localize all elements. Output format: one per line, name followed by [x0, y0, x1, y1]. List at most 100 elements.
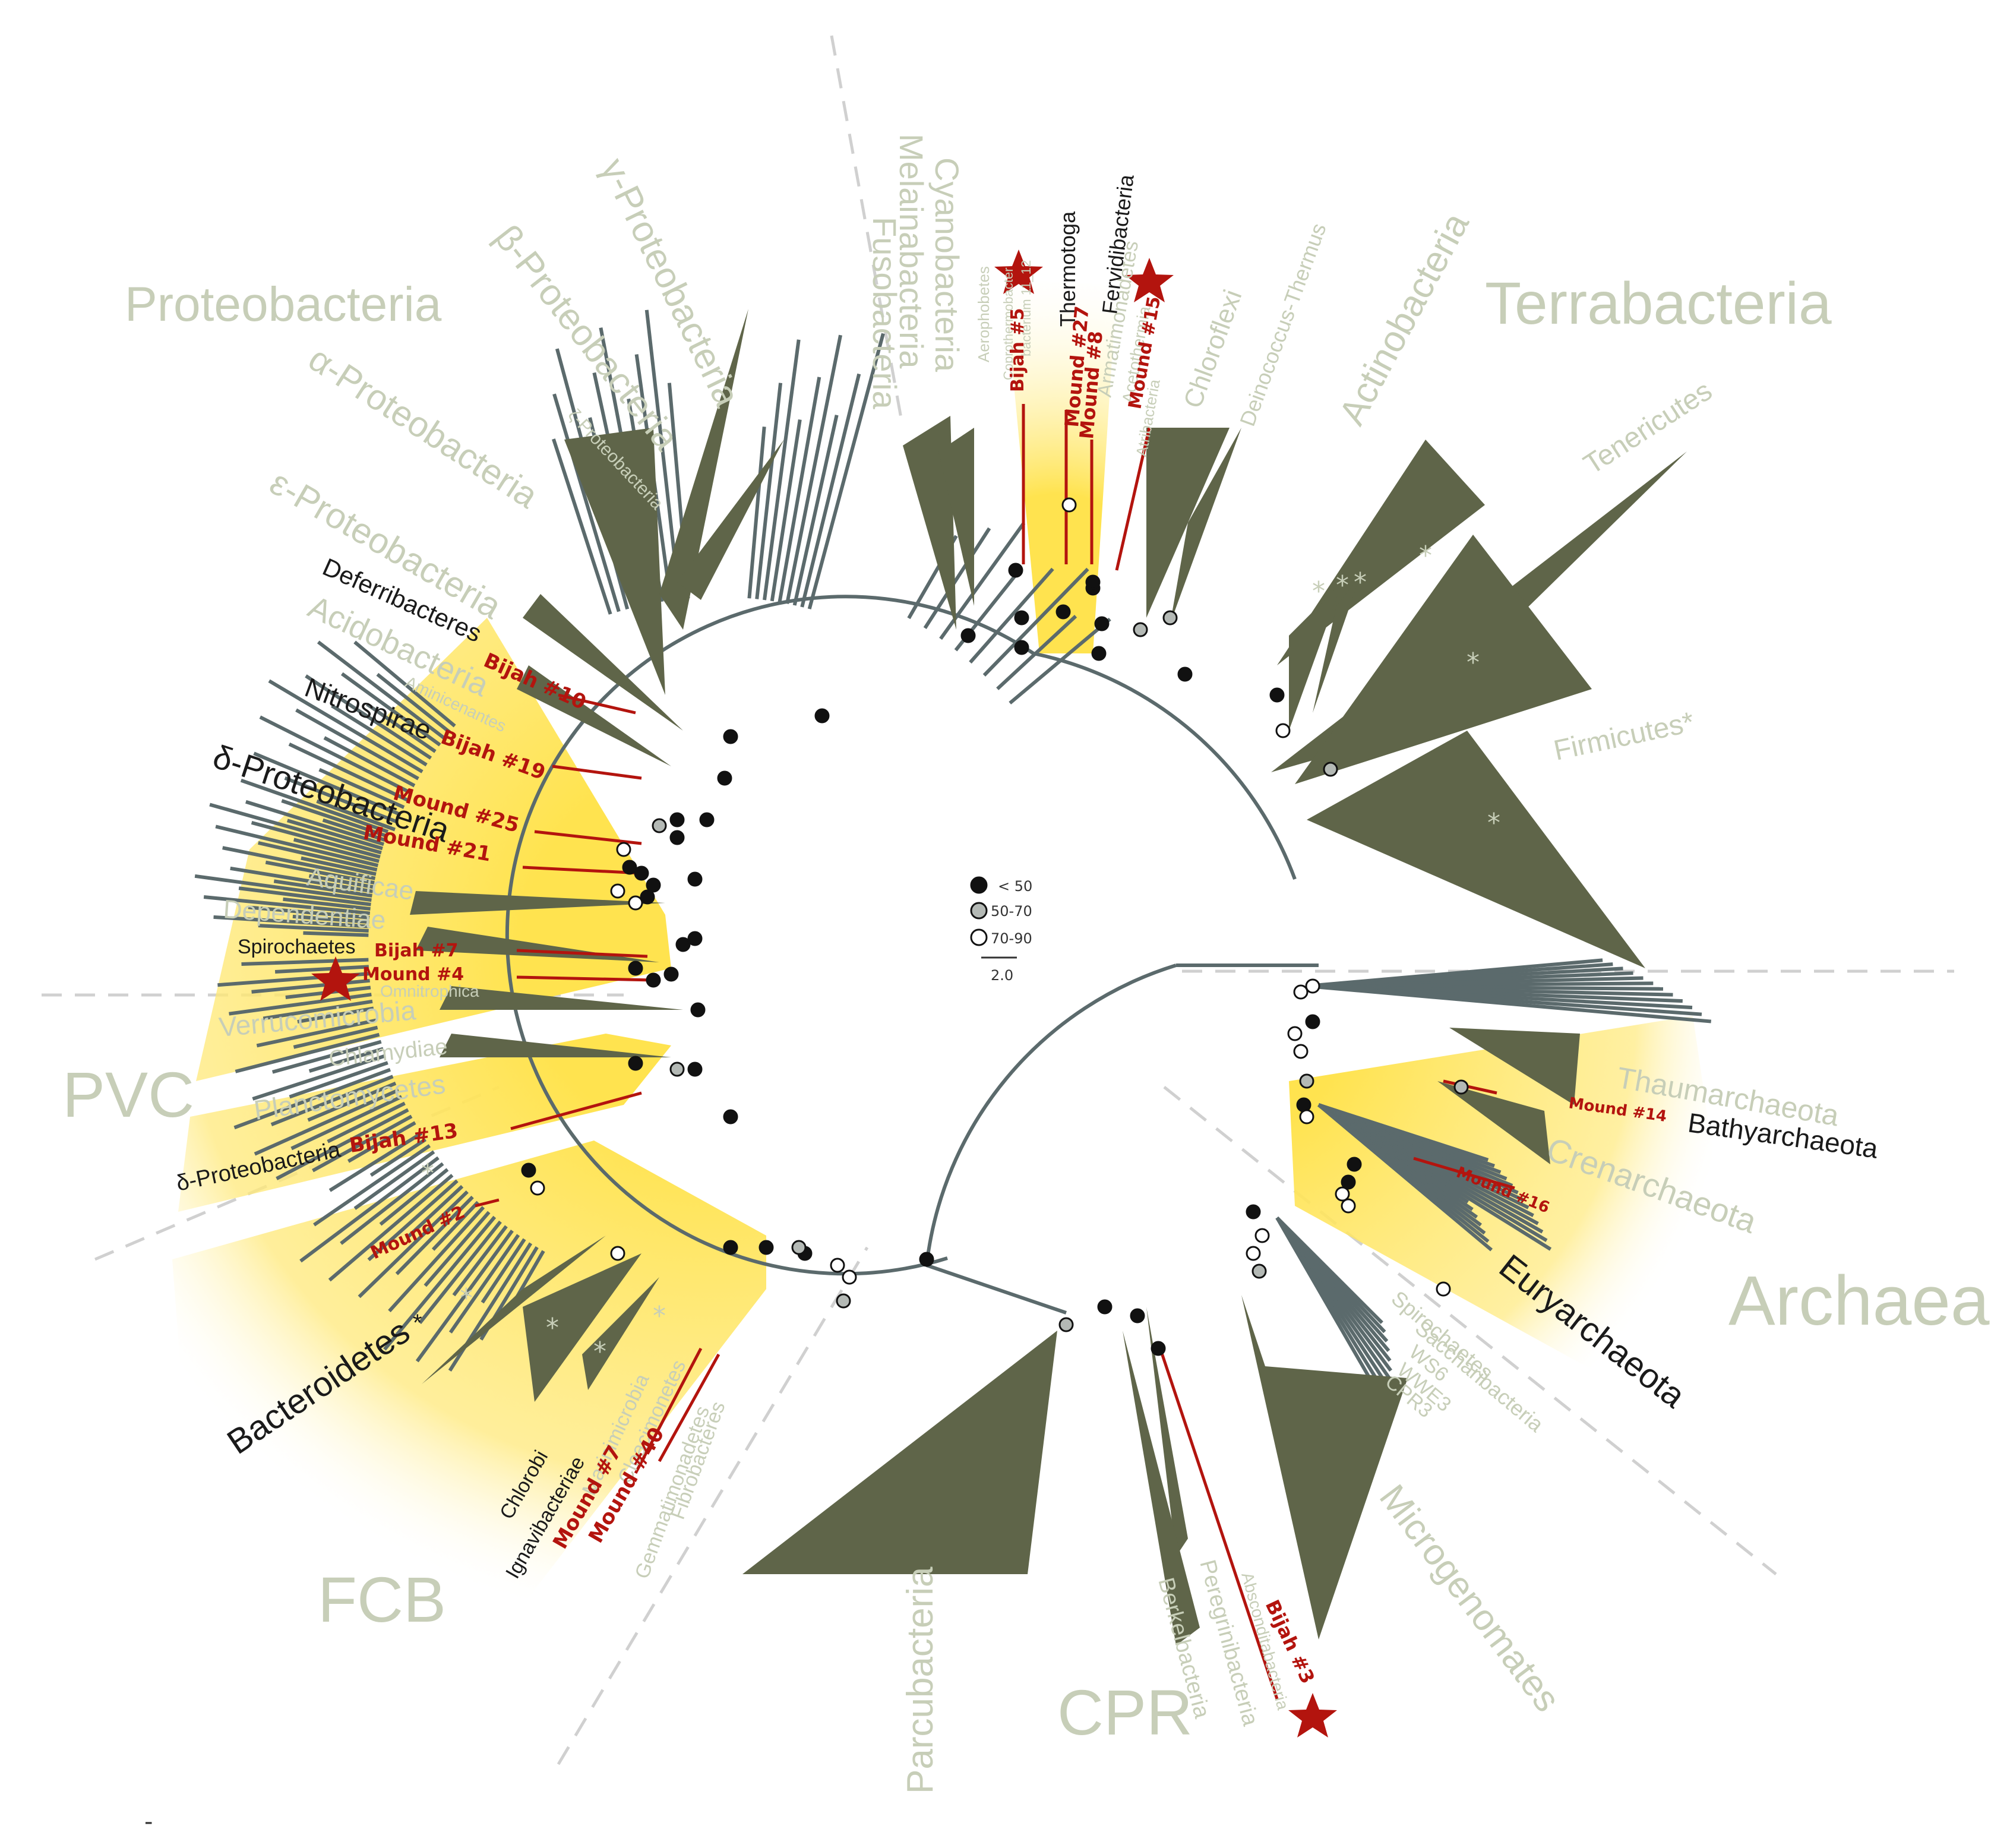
tree-branch [778, 377, 821, 603]
tree-branch [281, 799, 387, 838]
bootstrap-node [622, 860, 637, 875]
bootstrap-node [1097, 1299, 1113, 1315]
bootstrap-node [663, 966, 679, 982]
bootstrap-node [628, 961, 643, 976]
tree-branch [353, 1150, 435, 1210]
tree-branch [273, 879, 372, 898]
tree-branch [308, 1047, 384, 1073]
sample-branches [475, 404, 1515, 1699]
sample-branch [516, 975, 654, 982]
bootstrap-node [1453, 1079, 1469, 1095]
bootstrap-node [1293, 984, 1309, 1000]
bootstrap-node [1246, 1204, 1261, 1220]
tree-branch [303, 931, 369, 937]
tree-branch [452, 1225, 508, 1297]
tree-branch [301, 856, 377, 876]
label-omnitrophica: Omnitrophica [380, 982, 479, 1000]
tree-branch [268, 679, 424, 773]
label-aerophobetes: Aerophobetes [975, 266, 993, 362]
tree-branch [800, 373, 861, 608]
sample-branch [475, 1198, 500, 1208]
star-mound15 [1125, 258, 1174, 302]
label-microgenomates: Microgenomates [1371, 1477, 1568, 1720]
bootstrap-node [1177, 666, 1193, 682]
label-alpha: α-Proteobacteria [302, 339, 545, 516]
asterisk-mark: * [593, 1337, 606, 1367]
bootstrap-node [530, 1180, 545, 1196]
tree-branch [254, 1088, 400, 1156]
footer-mark: - [144, 1808, 153, 1836]
tree-branch [807, 333, 885, 609]
tree-branch [256, 1018, 377, 1048]
tree-branch [331, 704, 428, 767]
sample-branch [1443, 1079, 1497, 1095]
tree-branch [388, 1206, 485, 1313]
tree-branch [328, 1132, 423, 1192]
tree-branch [1317, 1103, 1493, 1252]
tree-branch [286, 819, 383, 851]
bootstrap-node [690, 1002, 706, 1018]
bootstrap-node [1061, 497, 1077, 513]
tree-branch [293, 838, 380, 863]
tree-branch [276, 1108, 409, 1180]
bootstrap-node [1055, 604, 1071, 620]
star-bijah3 [1288, 1693, 1337, 1738]
bootstrap-node [687, 931, 703, 946]
group-label-archaea: Archaea [1728, 1262, 1990, 1340]
tree-branch [283, 897, 371, 911]
label-fusobacteria: Fusobacteria [866, 217, 903, 410]
collapsed-clades [410, 309, 1687, 1645]
tree-branch [996, 615, 1077, 690]
tree-branch [327, 1101, 406, 1143]
tree-branch [770, 419, 802, 602]
bootstrap-node [1287, 1026, 1303, 1041]
tree-branch [367, 1179, 459, 1262]
bootstrap-node [610, 883, 625, 899]
bootstrap-node [836, 1293, 851, 1309]
tree-branch [251, 978, 370, 994]
tree-branch [292, 914, 369, 924]
tree-branch [289, 1061, 388, 1099]
tree-branch [415, 1230, 514, 1363]
bootstrap-node [1133, 622, 1148, 637]
tree-branch [213, 915, 369, 928]
legend-label-mid: 50-70 [991, 903, 1032, 920]
tree-branch [203, 895, 371, 915]
bootstrap-node [960, 628, 976, 643]
legend-label-low: < 50 [998, 878, 1032, 895]
tree-branch [222, 846, 376, 880]
bootstrap-node [919, 1252, 934, 1267]
tree-branch [552, 438, 612, 615]
tree-branch [317, 800, 390, 830]
sample-branch [552, 765, 642, 780]
bootstrap-node [628, 1056, 643, 1071]
bootstrap-node [759, 1240, 774, 1255]
bootstrap-node [717, 770, 732, 786]
bootstrap-node [687, 871, 703, 887]
sample-branch [1115, 427, 1151, 571]
asterisk-mark: * [1312, 576, 1325, 606]
sample-branch [510, 1091, 642, 1130]
tree-branch [215, 825, 379, 867]
tree-branch [307, 1081, 397, 1122]
bootstrap-node [1299, 1073, 1314, 1089]
tree-branch [297, 1006, 374, 1023]
bootstrap-node [723, 1109, 738, 1124]
bootstrap-node [610, 1246, 625, 1261]
tree-branch [369, 1138, 427, 1177]
tree-branch [376, 672, 451, 734]
tree-branch [328, 1174, 454, 1282]
label-bacterium11: bacterium 11_12 [1019, 260, 1034, 356]
tree-branch [383, 1215, 497, 1351]
star-mound4 [311, 956, 360, 1001]
group-label-proteobacteria: Proteobacteria [125, 277, 442, 331]
bootstrap-node [699, 812, 715, 827]
tree-branch [293, 1025, 378, 1049]
tree-branch [366, 702, 437, 753]
tree-branch [271, 1040, 382, 1074]
tree-branch [265, 860, 375, 885]
tree-branch [785, 334, 842, 604]
tree-branch [747, 427, 766, 599]
bootstrap-node [1341, 1198, 1356, 1214]
